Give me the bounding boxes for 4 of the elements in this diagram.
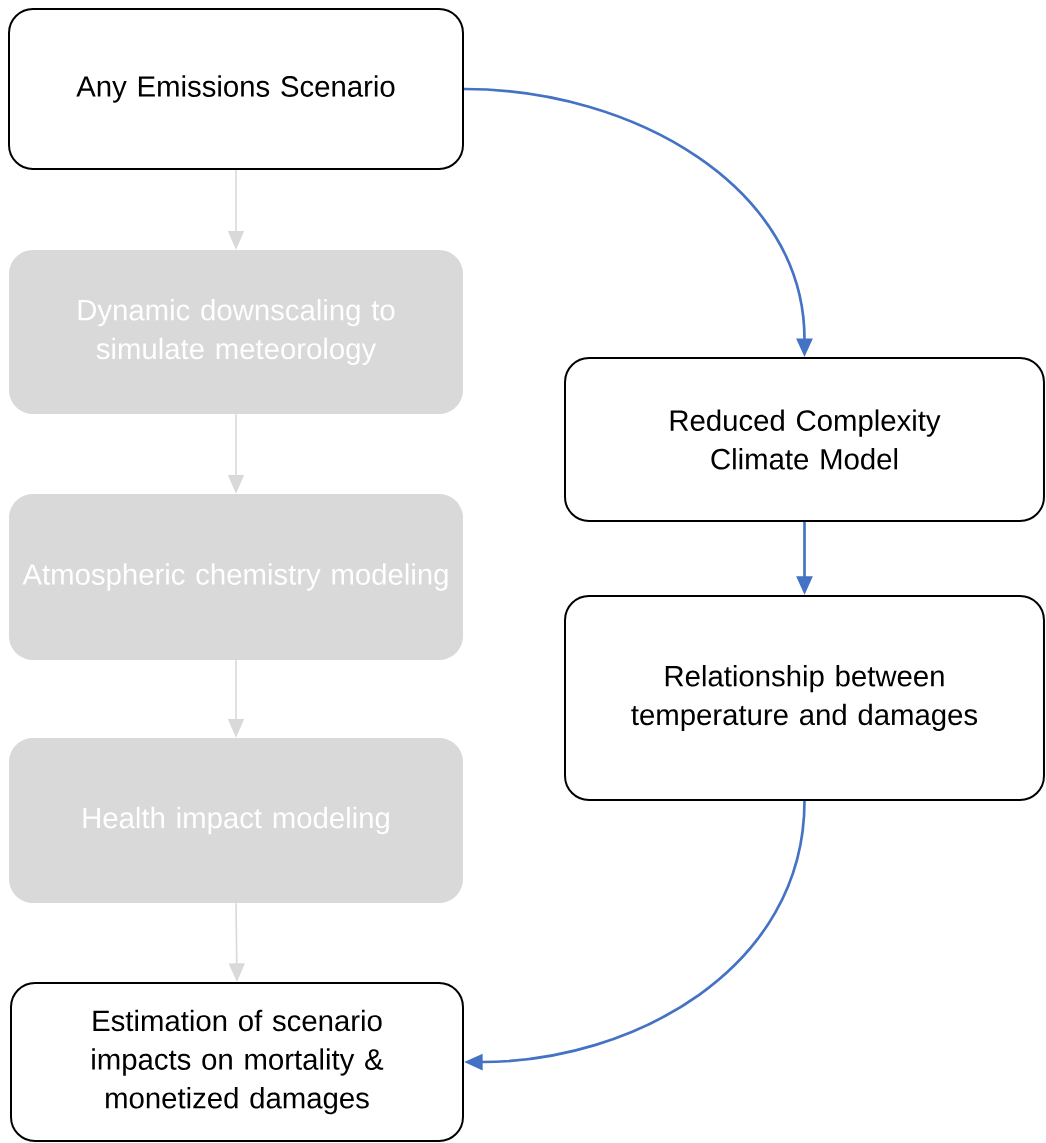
process-box: Reduced Complexity Climate Model [564, 357, 1045, 522]
process-box: Relationship between temperature and damages [564, 595, 1045, 801]
process-box: Estimation of scenario impacts on mortality & monetized damages [10, 982, 464, 1142]
process-box: Any Emissions Scenario [8, 8, 464, 170]
